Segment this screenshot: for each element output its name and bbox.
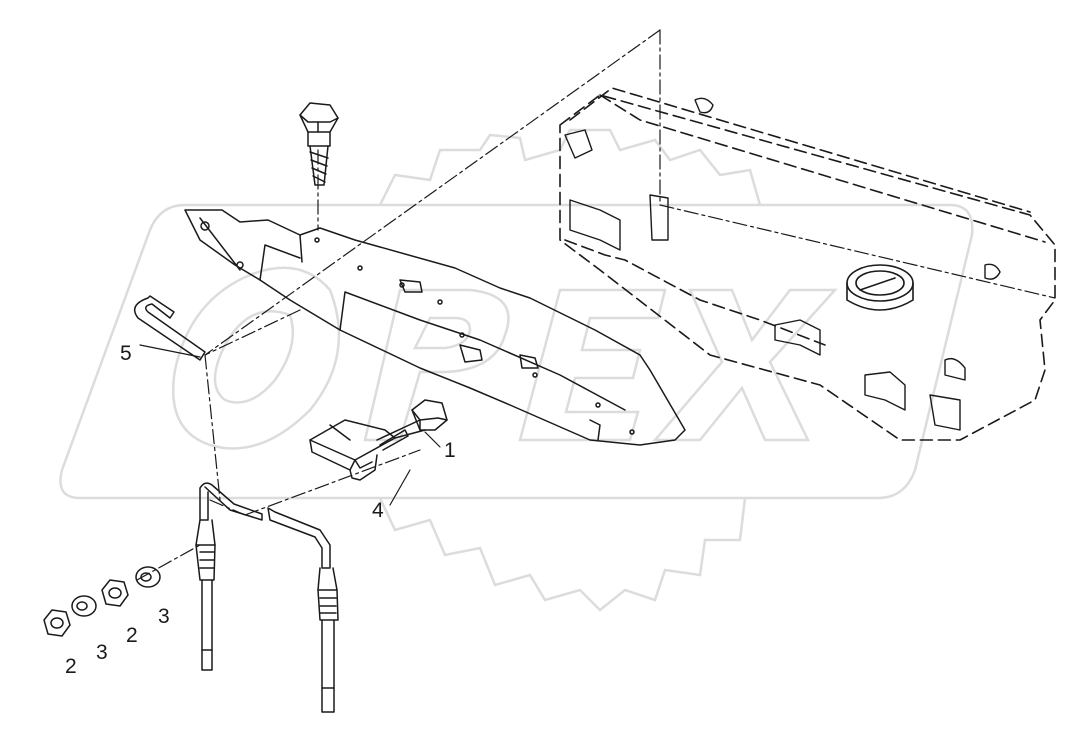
item-3-washer-right (135, 566, 161, 588)
watermark-logo (59, 128, 974, 612)
watermark-letter-x (652, 288, 838, 442)
watermark-letter-p (363, 288, 510, 442)
callout-2-right: 2 (126, 624, 138, 647)
item-1-sensor-assembly (309, 399, 448, 481)
callout-4: 4 (372, 499, 384, 522)
callout-3-left: 3 (96, 641, 108, 664)
item-4-cable-left (195, 482, 263, 671)
mounting-plate (184, 209, 686, 446)
tank-mounting-brackets (564, 97, 1001, 431)
watermark-letter-e (518, 288, 667, 442)
oil-tank-housing (559, 87, 1056, 441)
item-2-nut-right (101, 579, 129, 607)
callout-1: 1 (444, 439, 456, 462)
callout-leaders (139, 344, 441, 506)
item-4-cable-right (267, 507, 339, 713)
callout-3-right: 3 (158, 605, 170, 628)
item-2-nut-left (43, 609, 71, 637)
callout-2-left: 2 (65, 655, 77, 678)
item-5-u-rod (133, 295, 206, 361)
bolt (299, 102, 339, 186)
callout-5: 5 (120, 342, 132, 365)
item-3-washer-left (71, 595, 97, 617)
filler-cap (846, 264, 914, 311)
